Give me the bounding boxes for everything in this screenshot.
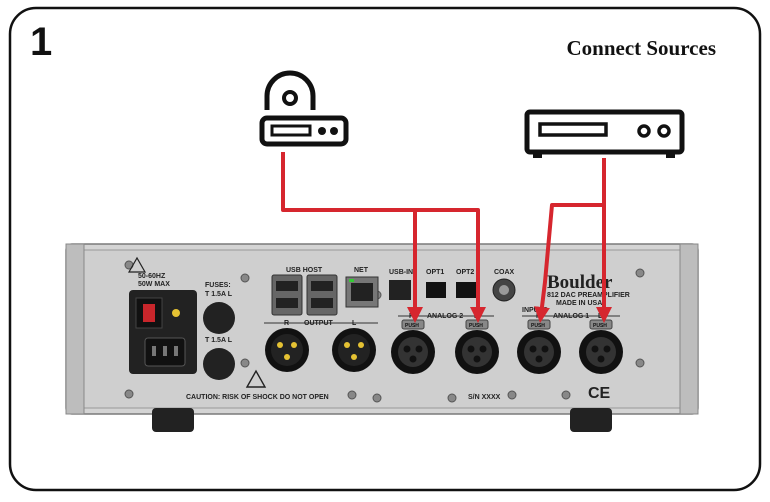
cable-cd-to-analog2-l	[415, 208, 486, 323]
output-l-label: L	[352, 320, 357, 327]
ce-mark: CE	[588, 385, 611, 402]
step-number: 1	[30, 20, 53, 64]
cable-cd-to-analog2-r	[281, 152, 423, 323]
fuses-title: FUSES:	[205, 282, 231, 289]
analog2-label: ANALOG 2	[427, 313, 463, 320]
fuse1-label: T 1.5A L	[205, 291, 233, 298]
usb-in-label: USB-IN	[389, 269, 413, 276]
diagram-title: Connect Sources	[566, 36, 716, 60]
cd-player-icon	[259, 70, 349, 147]
output-r-label: R	[284, 320, 289, 327]
push-label: PUSH	[531, 323, 545, 329]
opt2-label: OPT2	[456, 269, 474, 276]
power-spec-line1: 50-60HZ	[138, 273, 166, 280]
model-line1: 812 DAC PREAMPLIFIER	[547, 292, 630, 299]
push-label: PUSH	[593, 323, 607, 329]
rear-panel	[65, 243, 699, 432]
coax-label: COAX	[494, 269, 515, 276]
opt1-label: OPT1	[426, 269, 444, 276]
inputs-label: INPUTS	[522, 307, 548, 314]
push-label: PUSH	[405, 323, 419, 329]
usb-host-label: USB HOST	[286, 267, 323, 274]
cable-streamer-to-analog1-r	[534, 158, 606, 323]
model-line2: MADE IN USA	[556, 300, 602, 307]
net-label: NET	[354, 267, 369, 274]
output-label: OUTPUT	[304, 320, 334, 327]
push-label: PUSH	[469, 323, 483, 329]
power-spec-line2: 50W MAX	[138, 281, 170, 288]
brand-logo: Boulder	[547, 272, 613, 293]
streamer-icon	[524, 109, 685, 158]
fuse2-label: T 1.5A L	[205, 337, 233, 344]
analog1-label: ANALOG 1	[553, 313, 589, 320]
serial-number: S/N XXXX	[468, 394, 501, 401]
caution-label: CAUTION: RISK OF SHOCK DO NOT OPEN	[186, 394, 329, 401]
